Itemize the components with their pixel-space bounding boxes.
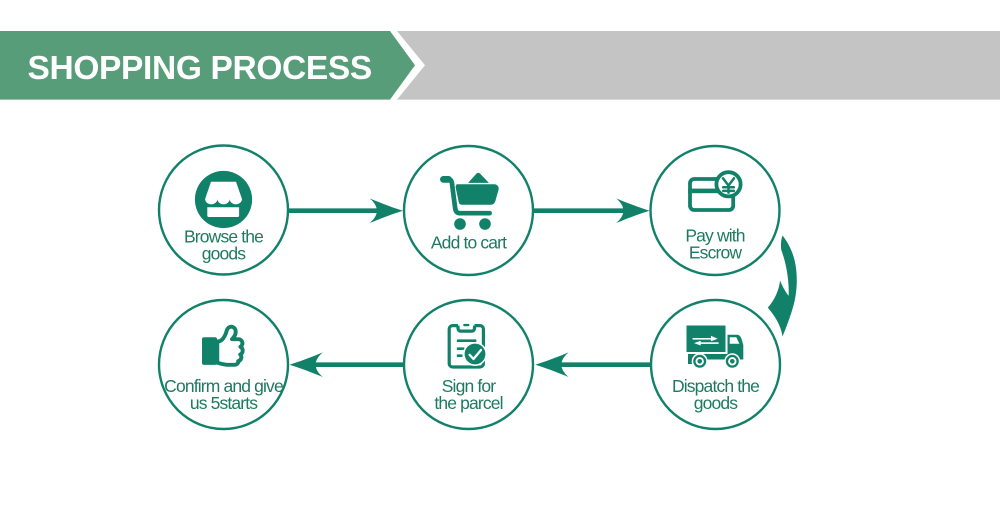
svg-text:the parcel: the parcel [434,393,502,413]
svg-text:goods: goods [202,244,247,264]
svg-text:Add to cart: Add to cart [431,233,507,253]
svg-text:Pay with: Pay with [685,225,744,245]
svg-text:Dispatch the: Dispatch the [672,376,759,396]
svg-text:goods: goods [694,393,739,413]
svg-text:Confirm and give: Confirm and give [164,376,283,396]
svg-text:Escrow: Escrow [689,243,742,263]
svg-text:Browse the: Browse the [184,227,263,247]
svg-text:SHOPPING PROCESS: SHOPPING PROCESS [28,50,372,87]
svg-text:Sign for: Sign for [442,376,497,396]
svg-text:us 5starts: us 5starts [190,393,258,413]
